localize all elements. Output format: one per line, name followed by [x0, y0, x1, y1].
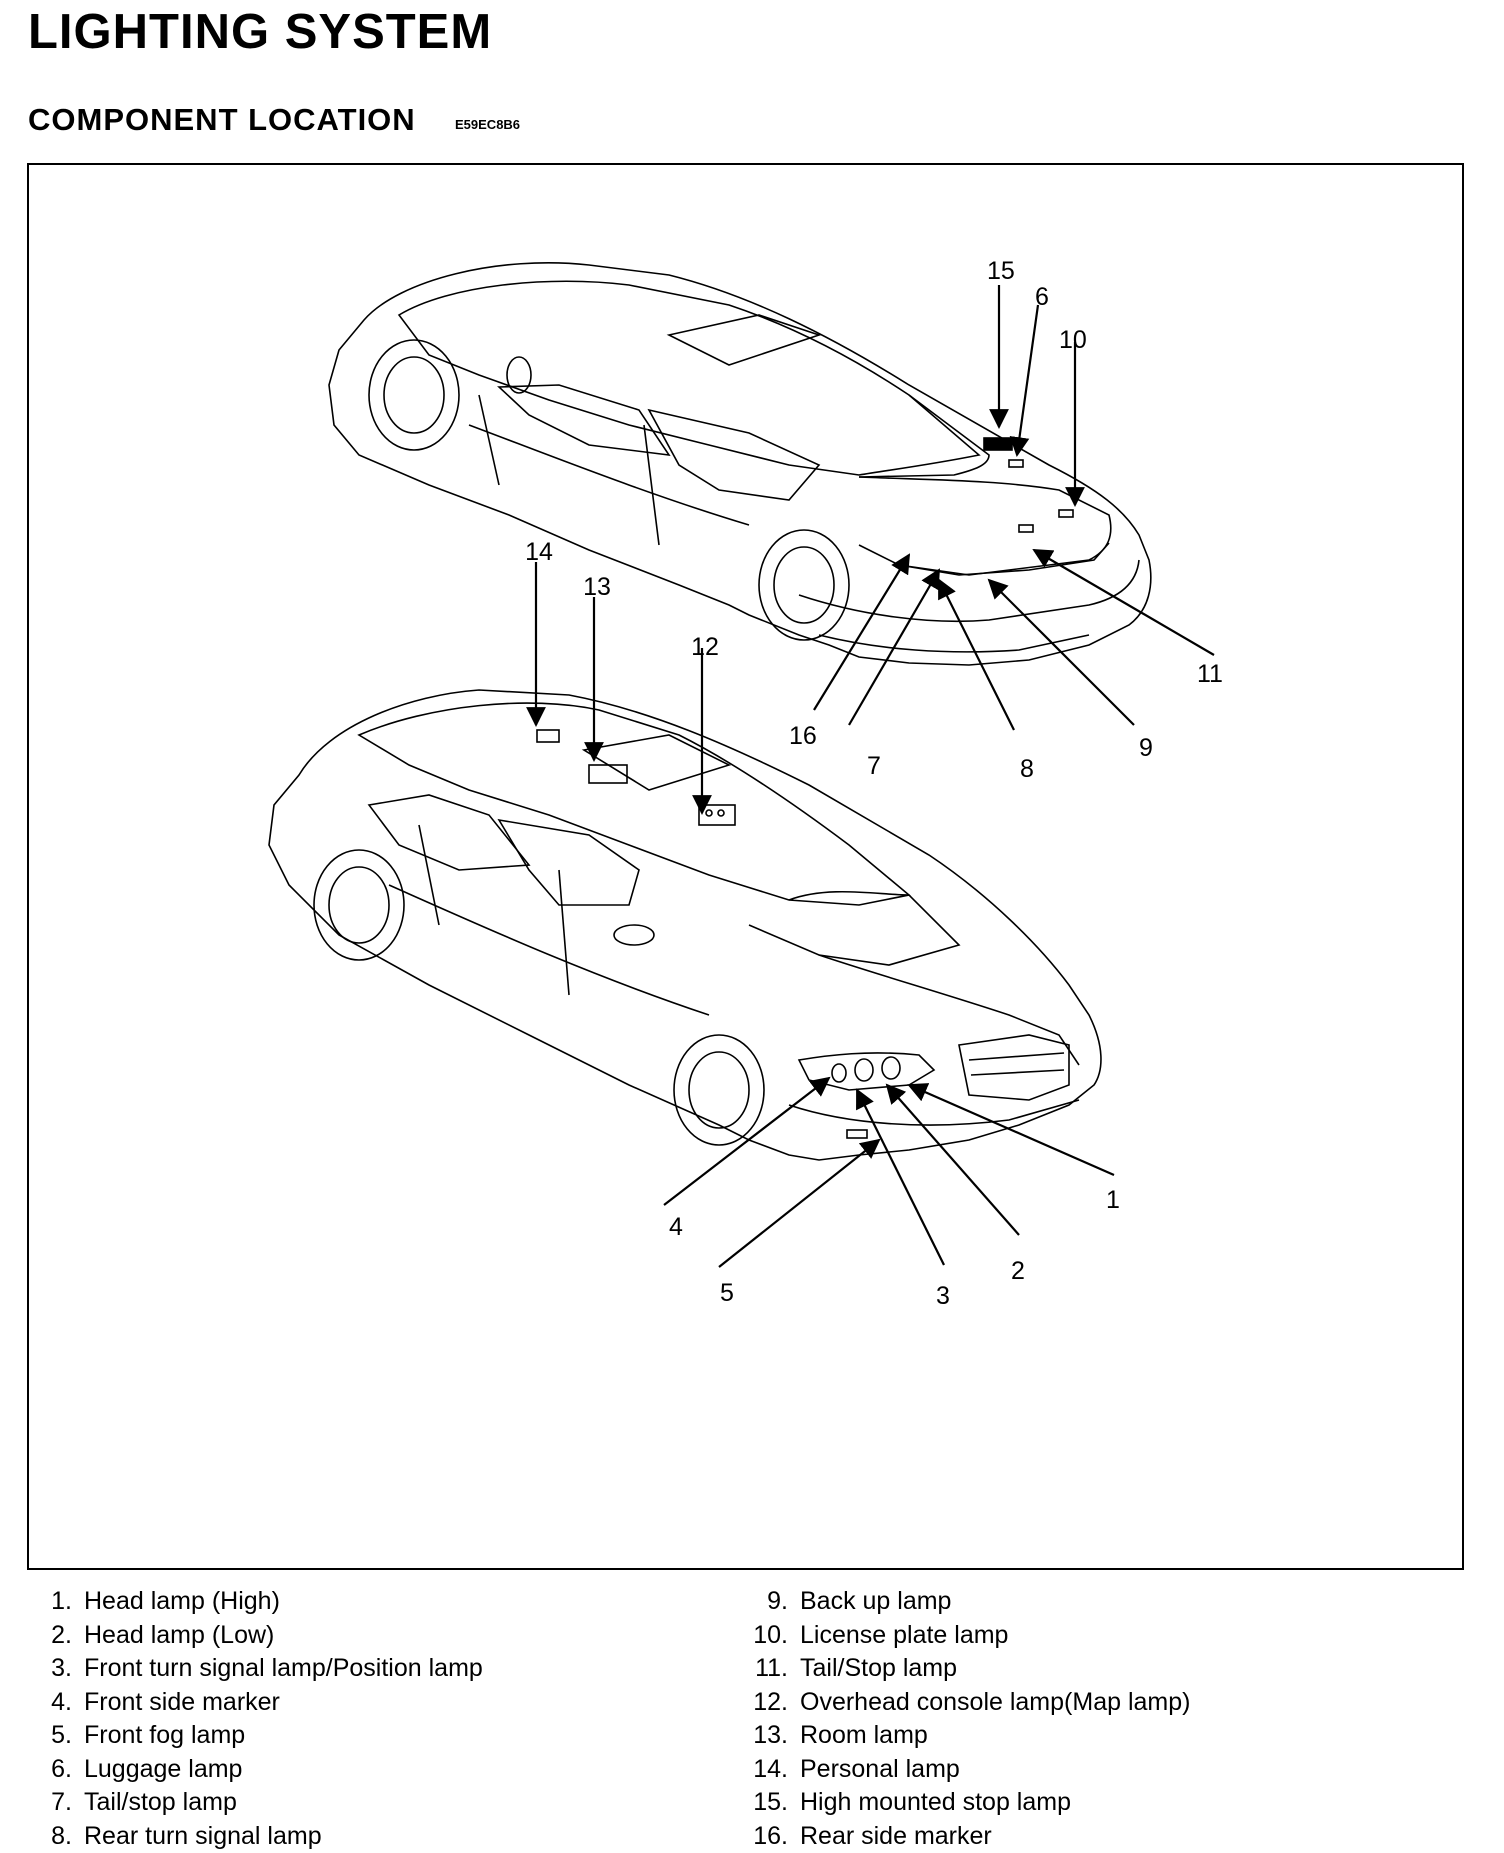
legend-item: 5.Front fog lamp	[36, 1719, 483, 1753]
legend-item: 15.High mounted stop lamp	[752, 1786, 1190, 1820]
callout-10: 10	[1059, 326, 1087, 354]
callout-12: 12	[691, 633, 719, 661]
callout-2: 2	[1011, 1257, 1025, 1285]
legend-item: 8.Rear turn signal lamp	[36, 1820, 483, 1853]
legend-right-column: 9.Back up lamp 10.License plate lamp 11.…	[752, 1585, 1190, 1853]
callout-1: 1	[1106, 1186, 1120, 1214]
callout-3: 3	[936, 1282, 950, 1310]
legend-item: 13.Room lamp	[752, 1719, 1190, 1753]
legend-item: 4.Front side marker	[36, 1686, 483, 1720]
callout-16: 16	[789, 722, 817, 750]
legend-item: 2.Head lamp (Low)	[36, 1619, 483, 1653]
callout-11: 11	[1197, 660, 1223, 688]
callout-8: 8	[1020, 755, 1034, 783]
callout-13: 13	[583, 573, 611, 601]
front-view-car-illustration	[269, 690, 1101, 1160]
section-title: COMPONENT LOCATION	[28, 102, 416, 138]
legend-item: 3.Front turn signal lamp/Position lamp	[36, 1652, 483, 1686]
legend-item: 6.Luggage lamp	[36, 1753, 483, 1787]
page-title: LIGHTING SYSTEM	[28, 4, 492, 60]
callout-7: 7	[867, 752, 881, 780]
legend-left-column: 1.Head lamp (High) 2.Head lamp (Low) 3.F…	[36, 1585, 483, 1853]
legend-item: 16.Rear side marker	[752, 1820, 1190, 1853]
legend-item: 9.Back up lamp	[752, 1585, 1190, 1619]
callout-15: 15	[987, 257, 1015, 285]
callout-numbers: 15 6 10 14 13 12 11 16 7 8 9 1 4 2 5 3	[525, 257, 1223, 1310]
legend-item: 11.Tail/Stop lamp	[752, 1652, 1190, 1686]
legend-item: 12.Overhead console lamp(Map lamp)	[752, 1686, 1190, 1720]
legend-item: 14.Personal lamp	[752, 1753, 1190, 1787]
legend-item: 7.Tail/stop lamp	[36, 1786, 483, 1820]
callout-5: 5	[720, 1279, 734, 1307]
rear-view-car-illustration	[329, 263, 1151, 665]
callout-9: 9	[1139, 734, 1153, 762]
legend-item: 10.License plate lamp	[752, 1619, 1190, 1653]
callout-14: 14	[525, 538, 553, 566]
vehicle-diagram: 15 6 10 14 13 12 11 16 7 8 9 1 4 2 5 3	[29, 165, 1462, 1568]
callout-6: 6	[1035, 283, 1049, 311]
document-code: E59EC8B6	[455, 117, 520, 132]
callout-4: 4	[669, 1213, 683, 1241]
component-location-figure: 15 6 10 14 13 12 11 16 7 8 9 1 4 2 5 3	[27, 163, 1464, 1570]
legend-item: 1.Head lamp (High)	[36, 1585, 483, 1619]
